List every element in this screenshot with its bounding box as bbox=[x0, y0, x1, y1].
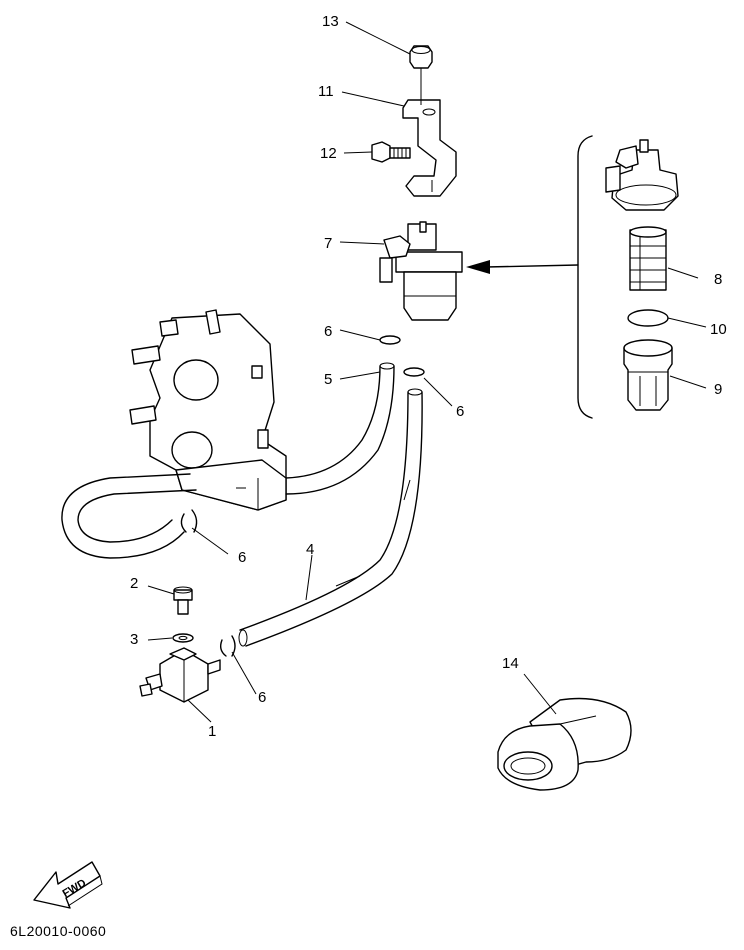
callout-3: 3 bbox=[130, 631, 138, 648]
part-code: 6L20010-0060 bbox=[10, 923, 106, 939]
fwd-arrow-icon: FWD bbox=[33, 861, 103, 909]
part-4-hose bbox=[238, 388, 423, 647]
callout-11: 11 bbox=[318, 83, 334, 100]
callout-2: 2 bbox=[130, 575, 138, 592]
clip-6a bbox=[379, 335, 401, 345]
part-1-fuel-pump bbox=[139, 647, 221, 703]
callout-7: 7 bbox=[324, 235, 332, 252]
callout-13: 13 bbox=[322, 13, 339, 30]
callouts: 13 11 12 7 6 5 6 6 4 2 3 6 1 8 10 9 14 bbox=[130, 13, 727, 740]
part-2-bolt bbox=[173, 586, 193, 615]
callout-5: 5 bbox=[324, 371, 332, 388]
exploded-view-bracket bbox=[577, 135, 593, 419]
part-11-bracket bbox=[402, 68, 457, 197]
part-8-filter-element bbox=[629, 226, 667, 291]
callout-9: 9 bbox=[714, 381, 722, 398]
part-13-nut bbox=[409, 45, 433, 69]
part-12-bolt bbox=[371, 141, 411, 163]
part-10-o-ring bbox=[627, 309, 669, 327]
callout-14: 14 bbox=[502, 655, 519, 672]
exploded-view-arrow bbox=[466, 260, 579, 274]
hose-loop bbox=[61, 473, 197, 559]
callout-10: 10 bbox=[710, 321, 727, 338]
clip-6c bbox=[180, 509, 198, 533]
callout-8: 8 bbox=[714, 271, 722, 288]
filter-head-exploded bbox=[605, 139, 679, 211]
callout-1: 1 bbox=[208, 723, 216, 740]
callout-4: 4 bbox=[306, 541, 314, 558]
callout-6b: 6 bbox=[456, 403, 464, 420]
callout-6a: 6 bbox=[324, 323, 332, 340]
part-5-hose bbox=[285, 362, 395, 495]
callout-6c: 6 bbox=[238, 549, 246, 566]
fwd-label: FWD bbox=[61, 877, 89, 900]
clip-6b bbox=[403, 367, 425, 377]
part-3-washer bbox=[172, 633, 194, 643]
part-14-boot bbox=[497, 697, 632, 791]
callout-12: 12 bbox=[320, 145, 337, 162]
leader-lines bbox=[147, 21, 707, 723]
part-7-fuel-filter bbox=[379, 221, 463, 321]
callout-6d: 6 bbox=[258, 689, 266, 706]
part-9-filter-cup bbox=[623, 339, 673, 411]
carburetor-assembly bbox=[129, 309, 287, 511]
